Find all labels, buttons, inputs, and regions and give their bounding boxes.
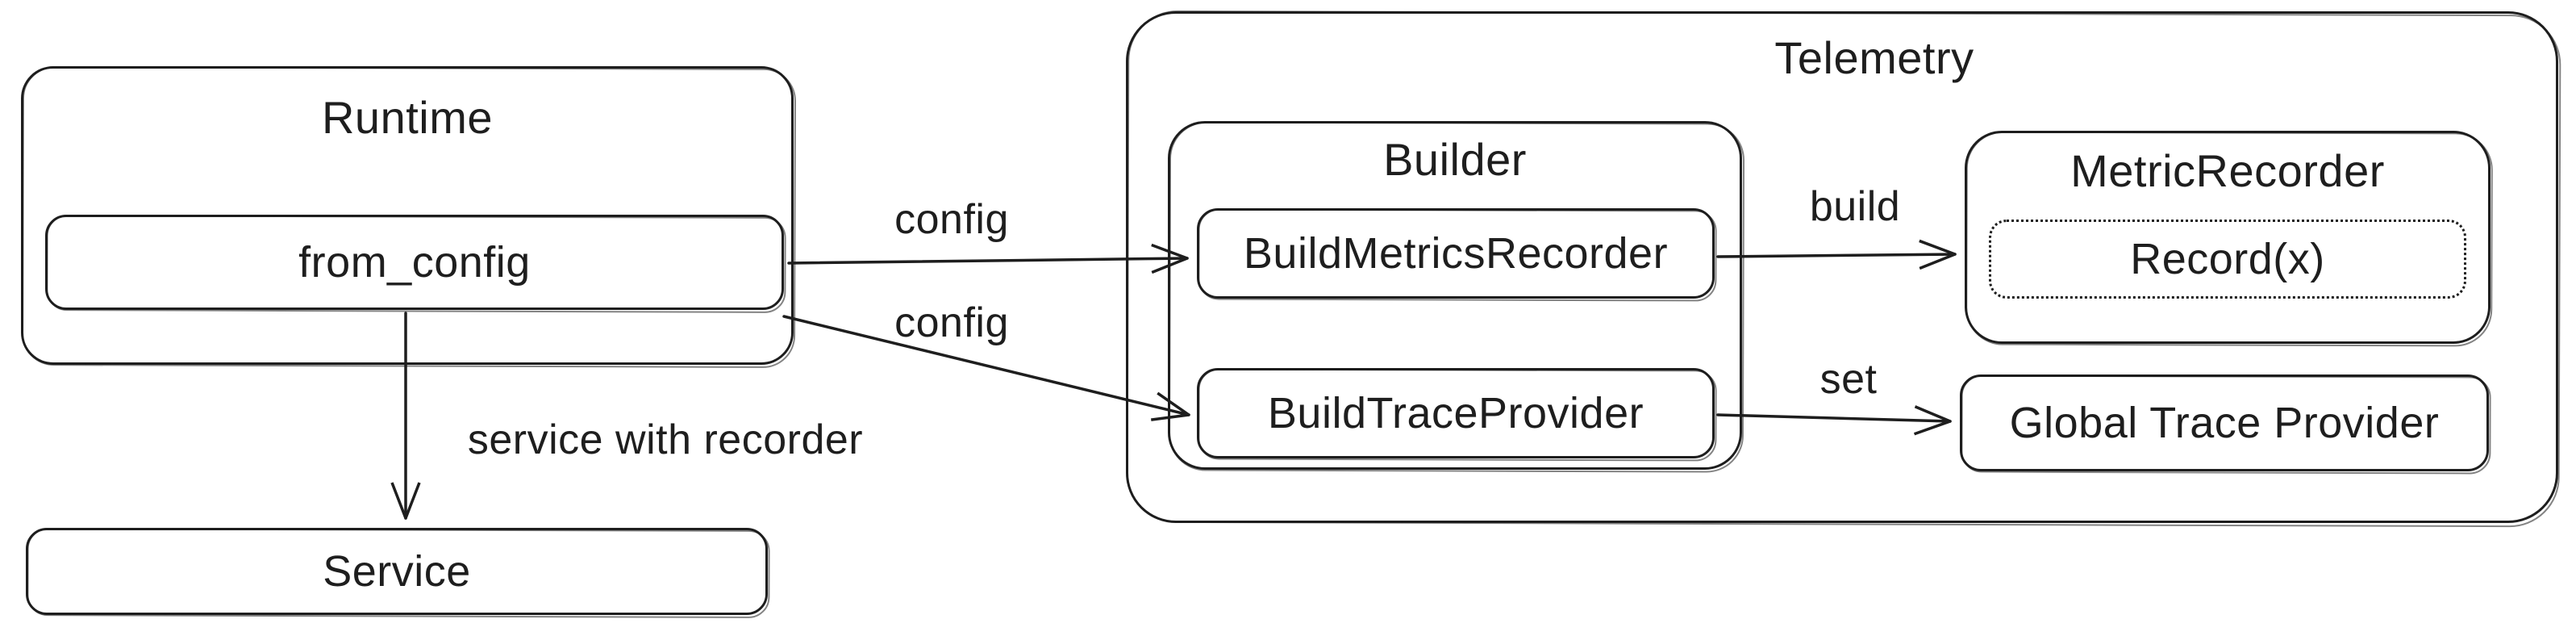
service-label: Service [323,547,471,596]
build-metrics-recorder-label: BuildMetricsRecorder [1243,229,1669,278]
telemetry-box: Telemetry [1126,11,2558,523]
from-config-box: from_config [45,215,784,310]
runtime-box-title: Runtime [321,92,494,143]
metric-recorder-box-title: MetricRecorder [2070,145,2385,196]
from-config-label: from_config [298,238,531,287]
telemetry-box-title: Telemetry [1774,32,1974,83]
service-box: Service [26,528,768,615]
edge-label-set: set [1819,356,1878,403]
build-metrics-recorder-box: BuildMetricsRecorder [1197,208,1715,299]
metric-recorder-box: MetricRecorder [1965,131,2491,344]
global-trace-provider-label: Global Trace Provider [2009,399,2440,447]
builder-box: Builder [1168,121,1742,470]
builder-box-title: Builder [1383,134,1527,185]
build-trace-provider-label: BuildTraceProvider [1267,389,1644,437]
edge-label-build: build [1809,183,1901,230]
record-x-label: Record(x) [2130,235,2325,283]
edge-label-service-with-recorder: service with recorder [467,416,864,463]
runtime-box: Runtime [21,66,794,365]
build-trace-provider-box: BuildTraceProvider [1197,368,1715,458]
edge-label-config-1: config [894,196,1009,243]
record-x-box: Record(x) [1989,220,2466,299]
global-trace-provider-box: Global Trace Provider [1960,374,2489,471]
edge-label-config-2: config [894,299,1009,346]
